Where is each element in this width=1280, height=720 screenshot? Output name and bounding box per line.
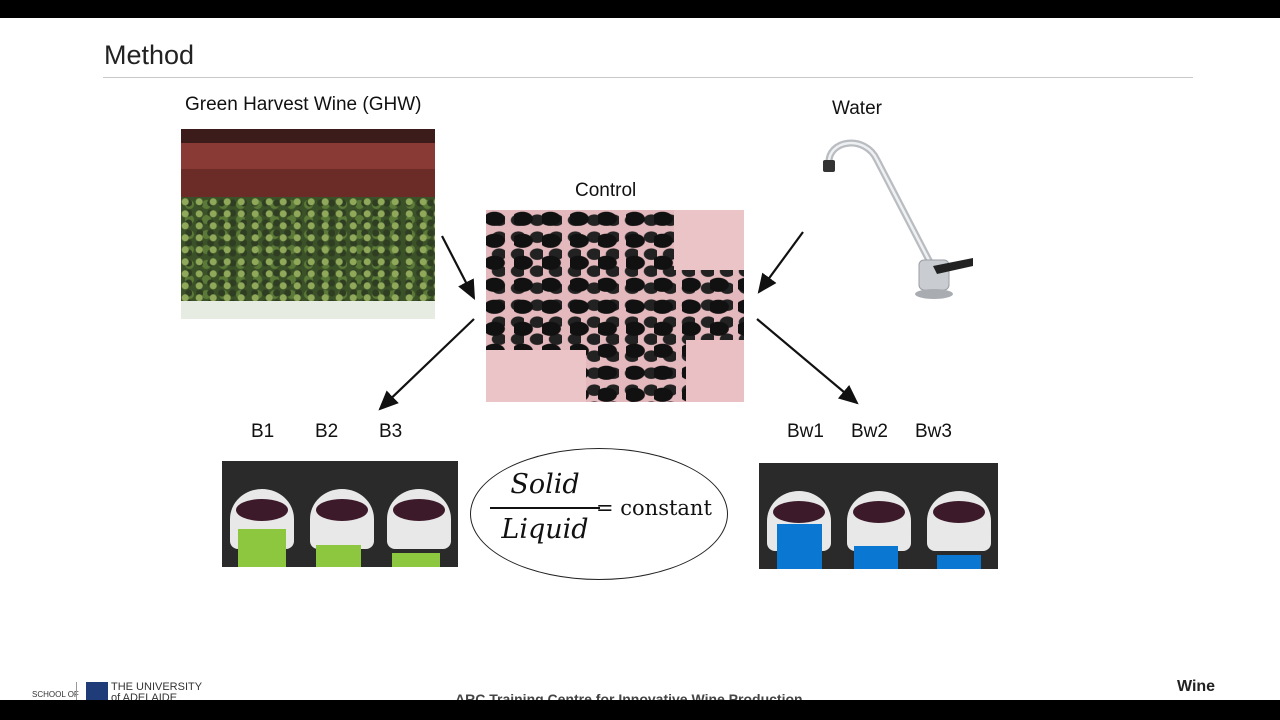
ghw-label: Green Harvest Wine (GHW) [185,94,422,115]
grape-bunches [181,197,435,305]
arrow-control-to-bw [756,318,859,405]
water-label: Water [832,98,882,119]
title-divider [103,77,1193,78]
footer-adelaide: of ADELAIDE [111,692,178,700]
arrow-control-to-b [378,318,475,411]
bw2-label: Bw2 [851,421,888,442]
bucket-photo-b3 [379,461,458,567]
bin-edge [181,301,435,319]
control-label: Control [575,180,637,201]
b2-label: B2 [315,421,339,442]
footer-university: THE UNIVERSITY [111,681,203,693]
level-marker-b2 [316,545,361,567]
footer-divider [76,682,77,700]
level-marker-b3 [392,553,440,567]
footer-school-of: SCHOOL OF [32,690,79,699]
solid-liquid-fraction: Solid Liquid [490,468,600,547]
formula-ellipse [470,448,728,580]
bw1-label: Bw1 [787,421,824,442]
fraction-denominator: Liquid [501,514,589,545]
formula-rhs: = constant [596,496,712,520]
arrow-ghw-to-control [441,235,476,300]
university-crest-icon [86,682,108,700]
faucet-icon [823,139,973,299]
b1-label: B1 [251,421,275,442]
arrow-water-to-control [757,231,804,294]
bucket-photo-b2 [302,461,379,567]
bucket-photo-bw3 [919,463,998,569]
slide: Method Green Harvest Wine (GHW) Water Co… [0,18,1280,700]
control-photo [486,210,744,402]
fraction-numerator: Solid [510,469,580,500]
bw3-label: Bw3 [915,421,952,442]
slide-title: Method [104,40,195,70]
b3-label: B3 [379,421,403,442]
flow-arrows [378,231,859,411]
level-marker-bw3 [937,555,981,569]
footer-wine: Wine [1177,678,1216,695]
level-marker-bw1 [777,524,822,569]
level-marker-b1 [238,529,286,567]
level-marker-bw2 [854,546,898,569]
green-harvest-photo [181,129,435,319]
footer-centre-name: ARC Training Centre for Innovative Wine … [455,691,803,700]
fraction-bar [490,507,600,509]
